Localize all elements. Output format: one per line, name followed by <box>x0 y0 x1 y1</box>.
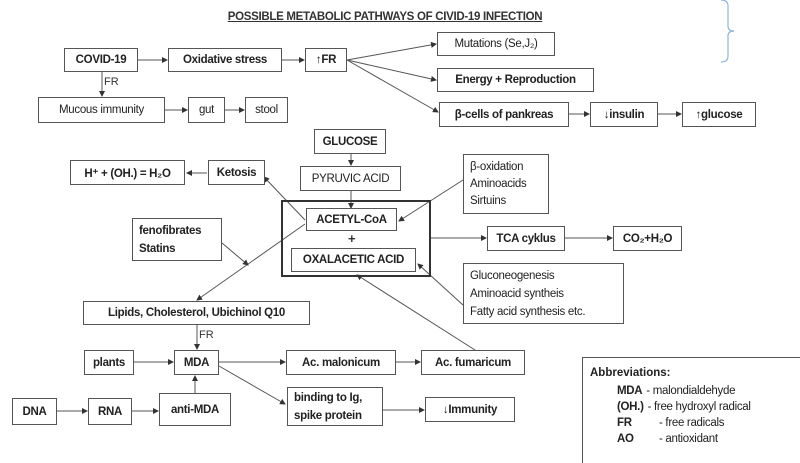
arrow <box>356 274 476 351</box>
node-lipids: Lipids, Cholesterol, Ubichinol Q10 <box>83 301 310 325</box>
acetyl-oxalacetic-group <box>281 200 431 277</box>
node-mucous-immunity: Mucous immunity <box>38 97 165 123</box>
node-covid: COVID-19 <box>64 48 138 72</box>
node-fr-up: ↑FR <box>305 48 347 72</box>
text-line: Statins <box>139 242 176 255</box>
brace <box>720 0 735 63</box>
abbr-value: - antioxidant <box>659 433 718 445</box>
arrow <box>346 59 437 82</box>
node-mda: MDA <box>174 350 219 375</box>
node-glucose-up: ↑glucose <box>682 102 756 127</box>
edge-label-fr: FR <box>104 76 119 88</box>
abbreviations-heading: Abbreviations: <box>590 367 671 379</box>
node-anti-mda: anti-MDA <box>159 393 231 426</box>
node-ac-malonicum: Ac. malonicum <box>286 350 396 375</box>
text-line: Aminoacids <box>470 177 527 190</box>
text-line: β-oxidation <box>470 160 524 173</box>
node-stool: stool <box>245 97 288 123</box>
abbreviation-item: MDA- malondialdehyde <box>617 383 800 399</box>
arrow <box>218 365 286 405</box>
node-glucose: GLUCOSE <box>314 129 386 154</box>
text-line: Sirtuins <box>470 194 506 207</box>
abbreviation-item: (OH.)- free hydroxyl radical <box>617 399 800 415</box>
abbreviation-item: FR - free radicals <box>617 415 800 431</box>
diagram-title: POSSIBLE METABOLIC PATHWAYS OF CIVID-19 … <box>227 11 543 23</box>
node-insulin: ↓insulin <box>590 102 658 127</box>
arrow <box>221 242 249 266</box>
node-immunity: ↓Immunity <box>425 397 515 422</box>
abbr-key: MDA <box>617 385 643 397</box>
node-binding: binding to Ig, spike protein <box>287 387 383 426</box>
text-line: fenofibrates <box>139 224 202 237</box>
node-gluconeogenesis: Gluconeogenesis Aminoacid syntheis Fatty… <box>463 263 624 324</box>
node-oxidative-stress: Oxidative stress <box>168 48 282 72</box>
node-gut: gut <box>188 97 225 123</box>
node-pyruvic-acid: PYRUVIC ACID <box>300 166 401 191</box>
node-acetyl-coa: ACETYL-CoA <box>306 208 397 231</box>
abbr-value: - malondialdehyde <box>646 385 736 397</box>
abbreviation-item: AO - antioxidant <box>617 431 800 447</box>
node-ac-fumaricum: Ac. fumaricum <box>421 350 525 375</box>
node-tca-cycle: TCA cyklus <box>487 226 565 251</box>
text-line: Gluconeogenesis <box>470 269 555 282</box>
abbr-key: (OH.) <box>617 401 644 413</box>
arrow <box>196 223 306 301</box>
abbreviations-legend: Abbreviations: MDA- malondialdehyde (OH.… <box>582 357 800 463</box>
arrow <box>346 41 437 61</box>
text-line: Fatty acid synthesis etc. <box>470 305 586 318</box>
text-line: binding to Ig, <box>294 391 362 404</box>
abbr-value: - free radicals <box>659 417 725 429</box>
node-ketosis: Ketosis <box>208 160 265 185</box>
node-beta-cells: β-cells of pankreas <box>439 102 569 127</box>
node-energy: Energy + Reproduction <box>437 68 594 92</box>
arrow <box>398 179 464 222</box>
node-co2-h2o: CO₂+H₂O <box>613 226 682 251</box>
arrow <box>346 59 439 113</box>
node-beta-oxidation: β-oxidation Aminoacids Sirtuins <box>463 154 549 214</box>
plus-sign: + <box>348 231 356 246</box>
text-line: spike protein <box>294 409 362 422</box>
node-water: H⁺ + (OH.) = H₂O <box>70 160 185 185</box>
edge-label-fr: FR <box>199 329 214 341</box>
node-plants: plants <box>84 350 134 375</box>
text-line: Aminoacid syntheis <box>470 287 564 300</box>
node-rna: RNA <box>88 398 132 425</box>
abbr-value: - free hydroxyl radical <box>647 401 751 413</box>
arrow <box>263 176 306 221</box>
node-mutations: Mutations (Se,J₂) <box>437 32 555 56</box>
node-dna: DNA <box>12 398 57 425</box>
node-fenofibrates: fenofibrates Statins <box>132 218 222 261</box>
arrow <box>417 263 464 306</box>
abbr-key: AO <box>617 433 634 445</box>
abbr-key: FR <box>617 417 632 429</box>
node-oxalacetic-acid: OXALACETIC ACID <box>291 248 416 272</box>
